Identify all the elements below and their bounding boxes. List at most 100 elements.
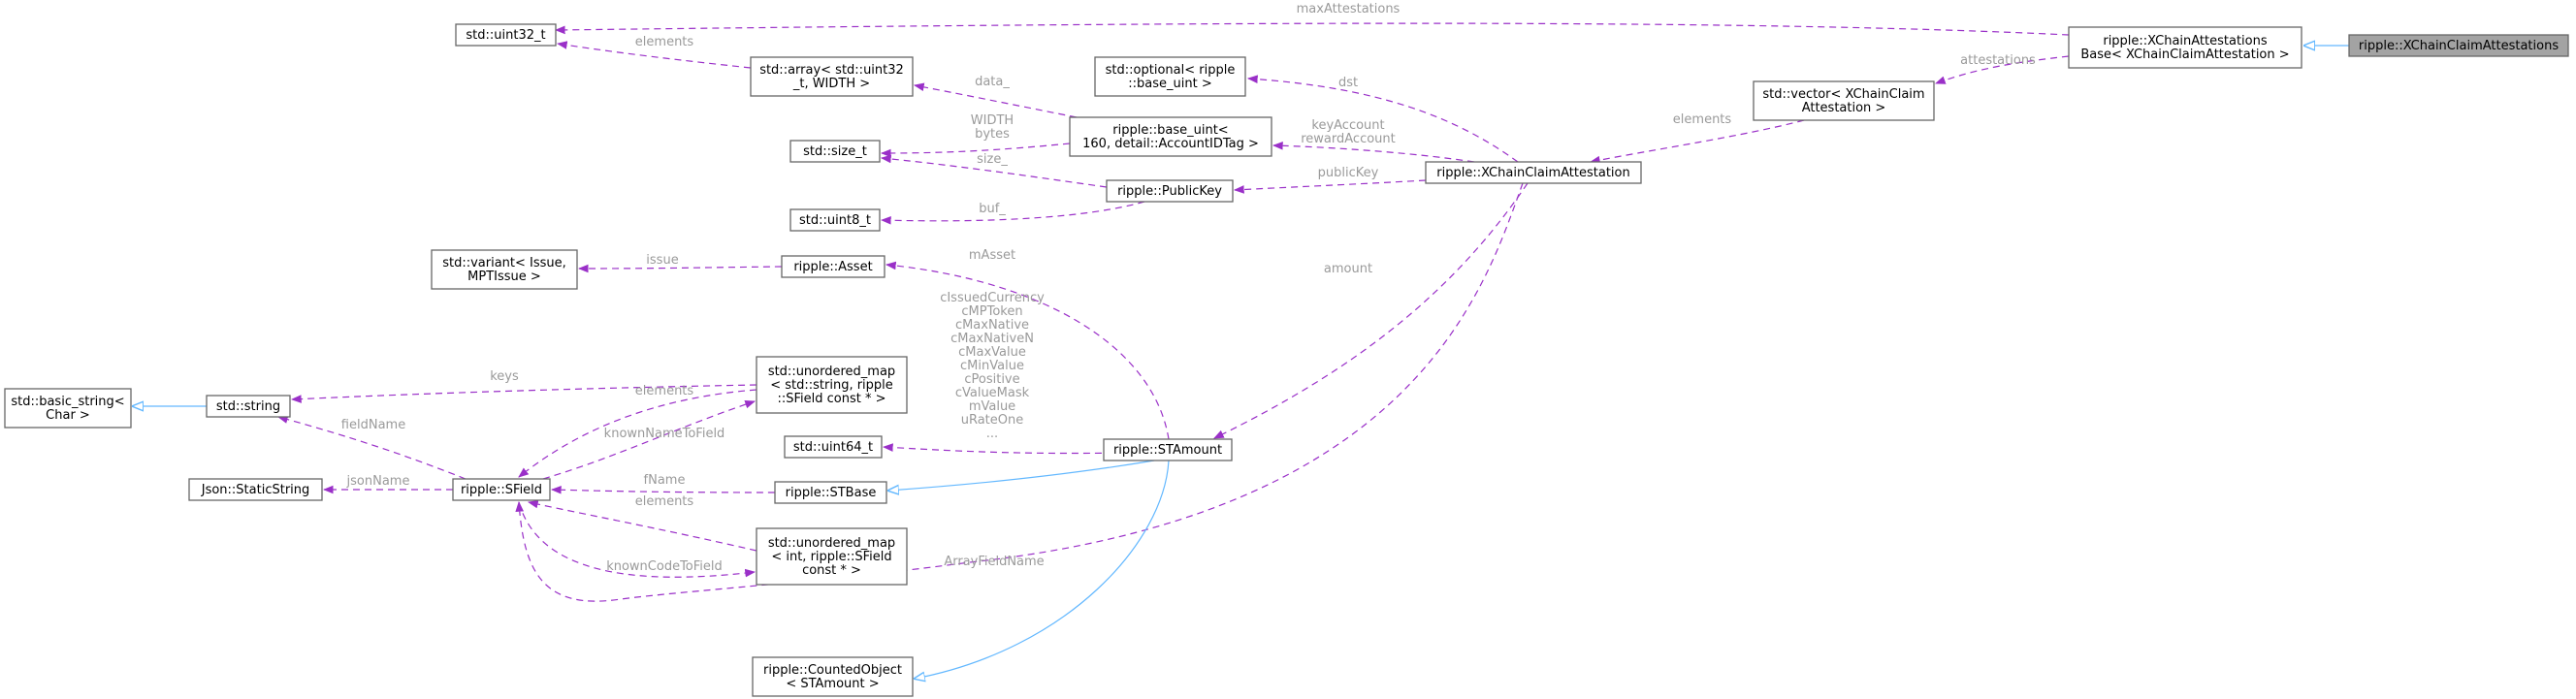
class-node-label: ripple::XChainAttestations: [2103, 34, 2268, 48]
class-node-umap2[interactable]: std::unordered_map< int, ripple::SField …: [756, 527, 908, 586]
class-node-label: ripple::base_uint<: [1112, 123, 1228, 138]
edge-label-buf: buf_: [979, 202, 1006, 216]
class-node-box: [784, 435, 883, 459]
class-node-label: ::SField const * >: [777, 392, 886, 406]
class-node-box: [1069, 116, 1272, 157]
member-edge-umap1-elements: [518, 389, 757, 478]
member-edge-umap2-elements: [527, 499, 757, 552]
class-node-uint32[interactable]: std::uint32_t: [455, 23, 557, 47]
class-node-uint8[interactable]: std::uint8_t: [789, 208, 881, 232]
member-edge-vec-elements: [1589, 119, 1805, 165]
member-edge-keyaccount: [1272, 141, 1475, 163]
class-node-label: ::base_uint >: [1128, 77, 1211, 91]
class-node-box: [774, 481, 887, 504]
member-edge-publickey: [1233, 179, 1427, 194]
member-edge-maxatt: [554, 22, 2070, 36]
edge-label-fname: fName: [644, 473, 686, 488]
class-node-box: [455, 23, 557, 47]
class-node-basicstring[interactable]: std::basic_string<Char >: [4, 388, 132, 429]
class-node-vector[interactable]: std::vector< XChainClaimAttestation >: [1753, 80, 1935, 121]
class-node-label: ripple::Asset: [793, 260, 872, 274]
class-node-string[interactable]: std::string: [206, 395, 291, 418]
member-edge-arr-elements: [556, 41, 752, 69]
member-edge-cconsts: [882, 443, 1126, 455]
member-edge-attestations: [1934, 55, 2070, 84]
member-edge-width: [880, 143, 1071, 158]
class-node-box: [789, 208, 881, 232]
class-node-box: [756, 527, 908, 586]
member-edge-data: [913, 82, 1078, 118]
member-edge-masset: [885, 261, 1170, 440]
edge-label-maxatt: maxAttestations: [1297, 2, 1401, 16]
class-node-label: ripple::STBase: [786, 486, 877, 500]
class-node-optional[interactable]: std::optional< ripple::base_uint >: [1094, 56, 1246, 97]
class-node-label: std::size_t: [803, 144, 867, 159]
class-node-box: [1103, 438, 1233, 461]
class-node-box: [752, 656, 914, 697]
member-edge-amount: [1213, 182, 1529, 439]
member-edge-issue: [577, 264, 783, 273]
edge-label-masset: mAsset: [969, 248, 1015, 263]
class-node-label: std::unordered_map: [768, 365, 895, 379]
class-node-box: [1094, 56, 1246, 97]
class-node-box: [1753, 80, 1935, 121]
edge-label-umap1-elements: elements: [635, 384, 694, 398]
class-node-label: std::optional< ripple: [1106, 63, 1236, 78]
class-node-label: std::array< std::uint32: [759, 63, 904, 78]
edge-label-amount: amount: [1324, 262, 1372, 276]
class-node-sizet[interactable]: std::size_t: [789, 140, 881, 163]
edge-label-data: data_: [975, 75, 1010, 89]
member-edge-size: [880, 154, 1108, 188]
class-node-uint64[interactable]: std::uint64_t: [784, 435, 883, 459]
class-node-box: [1425, 161, 1642, 184]
class-node-stamount[interactable]: ripple::STAmount: [1103, 438, 1233, 461]
edge-label-jsonname: jsonName: [346, 474, 410, 489]
class-node-stbase[interactable]: ripple::STBase: [774, 481, 887, 504]
class-node-label: Base< XChainClaimAttestation >: [2080, 48, 2289, 62]
edge-label-fieldname: fieldName: [341, 418, 405, 432]
class-node-umap1[interactable]: std::unordered_map< std::string, ripple:…: [756, 356, 908, 414]
class-node-asset[interactable]: ripple::Asset: [781, 255, 886, 278]
member-edge-knownname: [542, 399, 757, 480]
edge-label-keys: keys: [490, 369, 519, 384]
class-node-box: [188, 478, 323, 501]
edges-layer: [133, 22, 2349, 679]
class-node-label: std::uint32_t: [466, 28, 545, 43]
class-node-label: std::string: [216, 399, 280, 414]
class-node-variant[interactable]: std::variant< Issue,MPTIssue >: [431, 249, 578, 290]
edge-labels-layer: maxAttestationsattestationselementseleme…: [341, 2, 2036, 574]
class-node-label: Json::StaticString: [201, 483, 310, 497]
class-node-baseuint[interactable]: ripple::base_uint< 160, detail::AccountI…: [1069, 116, 1272, 157]
edge-label-knownname: knownNameToField: [604, 427, 725, 441]
class-node-label: std::unordered_map: [768, 536, 895, 551]
class-node-sfield[interactable]: ripple::SField: [452, 478, 551, 501]
class-node-box: [431, 249, 578, 290]
class-node-label: MPTIssue >: [467, 270, 541, 284]
class-node-label: < std::string, ripple: [770, 378, 893, 393]
member-edge-buf: [880, 201, 1145, 225]
class-node-label: _t, WIDTH >: [792, 77, 870, 91]
class-node-label: ripple::CountedObject: [763, 663, 902, 678]
class-node-box: [206, 395, 291, 418]
class-node-label: < int, ripple::SField: [771, 550, 891, 564]
class-node-label: ripple::XChainClaimAttestation: [1436, 166, 1629, 180]
class-node-counted[interactable]: ripple::CountedObject< STAmount >: [752, 656, 914, 697]
class-node-label: const * >: [802, 563, 861, 578]
edge-label-dst: dst: [1338, 76, 1358, 90]
edge-label-vec-elements: elements: [1673, 112, 1732, 127]
member-edge-fname: [550, 485, 776, 494]
class-node-publickey[interactable]: ripple::PublicKey: [1106, 179, 1234, 203]
class-node-label: 160, detail::AccountIDTag >: [1082, 137, 1259, 151]
class-node-box: [756, 356, 908, 414]
member-edge-fieldname: [276, 415, 467, 480]
class-node-label: std::basic_string<: [11, 395, 124, 409]
member-edge-knowncode: [518, 501, 757, 578]
class-node-staticstring[interactable]: Json::StaticString: [188, 478, 323, 501]
class-node-label: ripple::STAmount: [1113, 443, 1222, 458]
class-node-array[interactable]: std::array< std::uint32_t, WIDTH >: [750, 56, 914, 97]
class-node-attestation[interactable]: ripple::XChainClaimAttestation: [1425, 161, 1642, 184]
inheritance-edge-stamount-counted: [915, 460, 1170, 679]
